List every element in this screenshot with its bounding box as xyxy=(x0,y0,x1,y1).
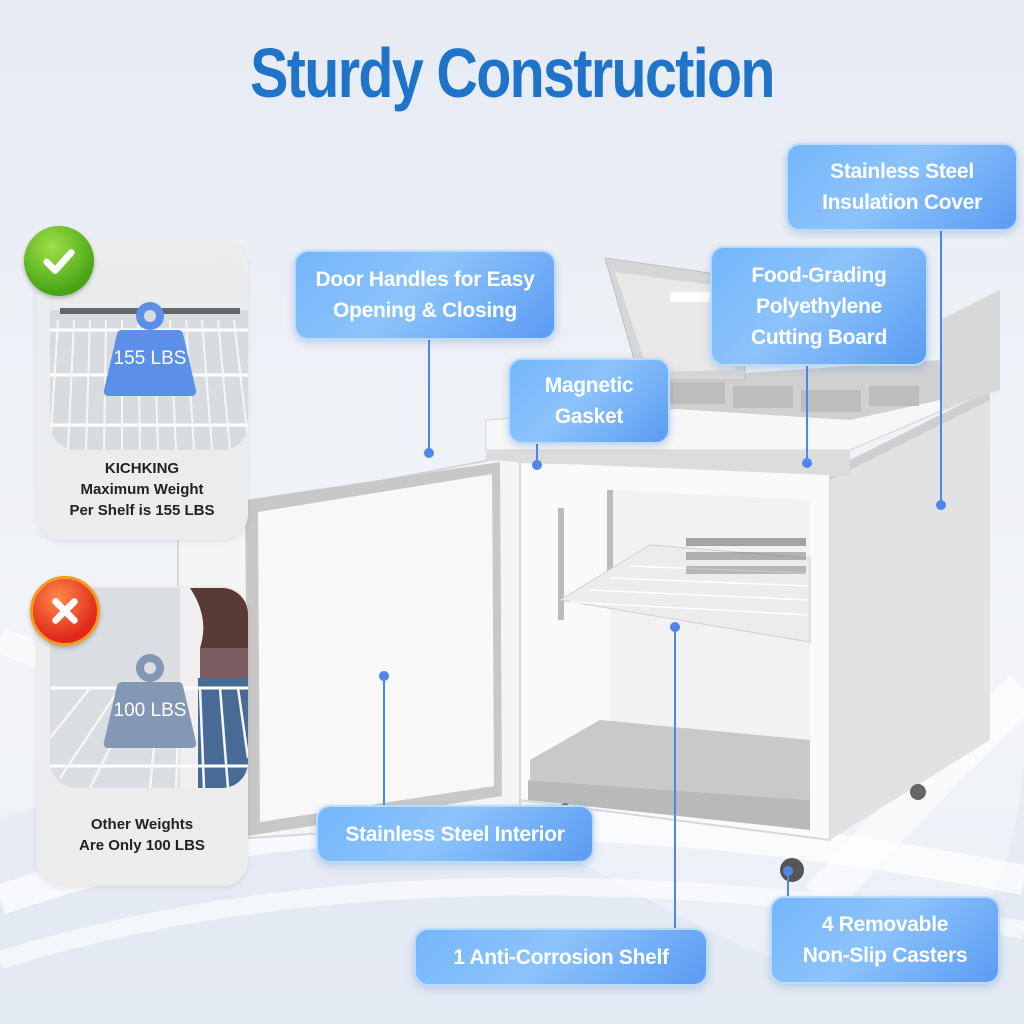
anchor-dot-interior xyxy=(379,671,389,681)
leader-line-shelf xyxy=(674,628,676,930)
checkmark-icon xyxy=(24,226,94,296)
others-caption: Other Weights Are Only 100 LBS xyxy=(79,816,205,854)
anchor-dot-insulation-cover xyxy=(936,500,946,510)
leader-line-door-handles xyxy=(428,338,430,452)
weight-label: 100 LBS xyxy=(113,700,187,721)
callout-insulation-cover: Stainless Steel Insulation Cover xyxy=(786,143,1018,231)
callout-cutting-board: Food-Grading Polyethylene Cutting Board xyxy=(710,246,928,366)
page-title: Sturdy Construction xyxy=(250,34,775,112)
callout-interior: Stainless Steel Interior xyxy=(316,805,594,863)
callout-shelf: 1 Anti-Corrosion Shelf xyxy=(414,928,708,986)
leader-line-cutting-board xyxy=(806,364,808,462)
callout-door-handles: Door Handles for Easy Opening & Closing xyxy=(294,250,556,340)
callout-magnetic-gasket: Magnetic Gasket xyxy=(508,358,670,444)
x-mark-icon xyxy=(30,576,100,646)
anchor-dot-casters xyxy=(783,866,793,876)
comparison-card-others: 100 LBS Other Weights Are Only 100 LBS xyxy=(36,586,248,886)
weight-155-lbs: 155 LBS xyxy=(100,298,200,398)
leader-line-interior xyxy=(383,676,385,810)
leader-line-magnetic-gasket xyxy=(536,442,538,464)
callout-casters: 4 Removable Non-Slip Casters xyxy=(770,896,1000,984)
leader-line-casters xyxy=(787,872,789,898)
anchor-dot-door-handles xyxy=(424,448,434,458)
anchor-dot-shelf xyxy=(670,622,680,632)
leader-line-insulation-cover xyxy=(940,228,942,504)
anchor-dot-magnetic-gasket xyxy=(532,460,542,470)
anchor-dot-cutting-board xyxy=(802,458,812,468)
weight-100-lbs: 100 LBS xyxy=(100,650,200,750)
weight-label: 155 LBS xyxy=(113,348,187,369)
kichking-caption: KICHKING Maximum Weight Per Shelf is 155… xyxy=(69,460,215,519)
